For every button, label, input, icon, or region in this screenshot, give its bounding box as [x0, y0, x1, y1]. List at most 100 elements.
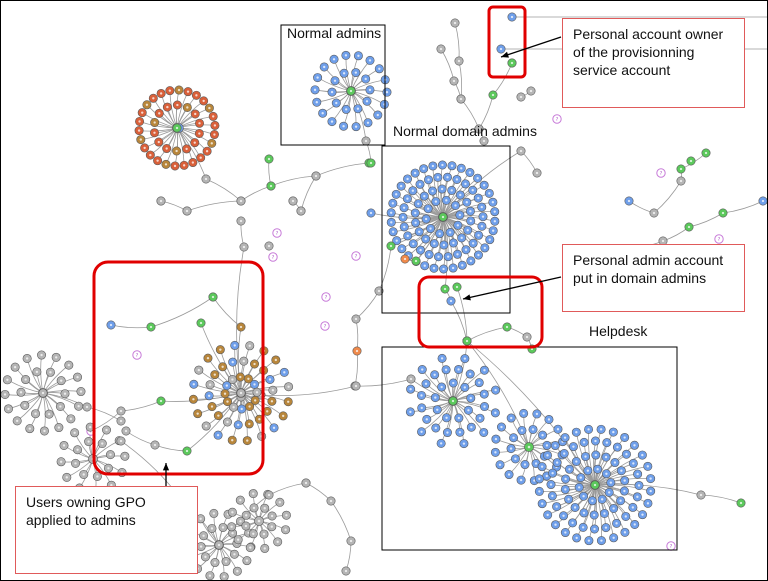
graph-edge [456, 286, 468, 342]
graph-edge [450, 300, 468, 342]
node-glyph [434, 200, 438, 203]
node-glyph [425, 418, 428, 421]
node-glyph [623, 531, 627, 534]
node-glyph [204, 555, 207, 558]
node-glyph [436, 408, 439, 411]
node-glyph [568, 468, 571, 471]
node-glyph [549, 483, 553, 486]
node-glyph [272, 426, 276, 429]
node-glyph [185, 449, 189, 453]
node-glyph [488, 192, 491, 195]
node-glyph [149, 153, 152, 157]
node-glyph [6, 378, 9, 381]
node-glyph [403, 257, 407, 261]
arrow-line [462, 276, 562, 300]
node-glyph [204, 177, 208, 181]
node-glyph [469, 210, 472, 213]
node-glyph [236, 570, 239, 573]
node-glyph [153, 131, 156, 134]
unknown-node-mark: ? [556, 117, 559, 123]
node-glyph [482, 184, 486, 187]
node-glyph [481, 215, 485, 218]
node-glyph [395, 239, 398, 242]
node-glyph [153, 443, 157, 447]
node-glyph [186, 106, 189, 109]
node-glyph [35, 370, 39, 374]
node-glyph [454, 204, 457, 207]
node-glyph [591, 499, 594, 502]
node-glyph [596, 468, 599, 471]
node-glyph [458, 213, 462, 217]
node-glyph [13, 365, 17, 369]
node-glyph [403, 225, 406, 229]
graph-edge [154, 444, 188, 452]
node-glyph [402, 206, 406, 209]
graph-edge [440, 48, 455, 82]
node-glyph [253, 383, 256, 386]
node-glyph [500, 425, 503, 429]
node-glyph [491, 201, 495, 204]
node-glyph [687, 225, 691, 229]
graph-edge [237, 326, 242, 394]
node-glyph [446, 176, 449, 179]
node-glyph [434, 426, 437, 430]
node-glyph [364, 139, 368, 143]
node-glyph [514, 457, 517, 460]
node-glyph [441, 215, 445, 219]
node-glyph [436, 176, 440, 179]
graph-edge [355, 318, 359, 352]
node-glyph [385, 91, 389, 94]
node-glyph [433, 373, 436, 376]
unknown-node-icon [351, 251, 361, 261]
node-glyph [208, 106, 211, 110]
graph-edge [722, 200, 764, 214]
graph-edge [300, 175, 317, 212]
node-glyph [107, 467, 110, 470]
node-glyph [76, 375, 79, 379]
node-glyph [263, 507, 266, 510]
node-glyph [230, 525, 233, 528]
node-glyph [205, 424, 208, 428]
node-glyph [236, 538, 240, 541]
node-glyph [424, 382, 428, 385]
node-glyph [109, 323, 113, 327]
node-glyph [551, 471, 554, 475]
node-glyph [219, 348, 222, 351]
arrow-head [463, 294, 471, 301]
node-glyph [74, 462, 77, 465]
node-glyph [69, 417, 73, 421]
node-glyph [330, 90, 334, 94]
node-glyph [439, 47, 443, 51]
node-glyph [412, 242, 415, 245]
node-glyph [636, 495, 639, 499]
node-glyph [194, 112, 197, 116]
arrow-head [162, 463, 170, 471]
node-glyph [615, 522, 618, 525]
node-glyph [19, 391, 23, 394]
node-glyph [444, 368, 448, 371]
node-glyph [239, 391, 243, 395]
node-glyph [427, 253, 431, 256]
node-glyph [624, 515, 627, 518]
node-glyph [455, 178, 459, 181]
node-glyph [575, 431, 578, 434]
node-glyph [440, 357, 444, 360]
node-glyph [460, 236, 463, 240]
node-glyph [41, 391, 45, 395]
node-glyph [357, 54, 360, 57]
node-glyph [333, 79, 337, 82]
node-glyph [466, 229, 469, 232]
node-glyph [457, 368, 460, 371]
node-glyph [418, 183, 422, 186]
node-glyph [210, 405, 214, 408]
node-glyph [482, 431, 485, 434]
node-glyph [469, 259, 473, 263]
node-glyph [270, 514, 274, 518]
label-helpdesk: Helpdesk [589, 323, 648, 339]
node-glyph [253, 362, 256, 366]
node-glyph [510, 61, 514, 65]
node-glyph [437, 255, 440, 258]
node-glyph [248, 422, 251, 426]
node-glyph [34, 412, 37, 415]
